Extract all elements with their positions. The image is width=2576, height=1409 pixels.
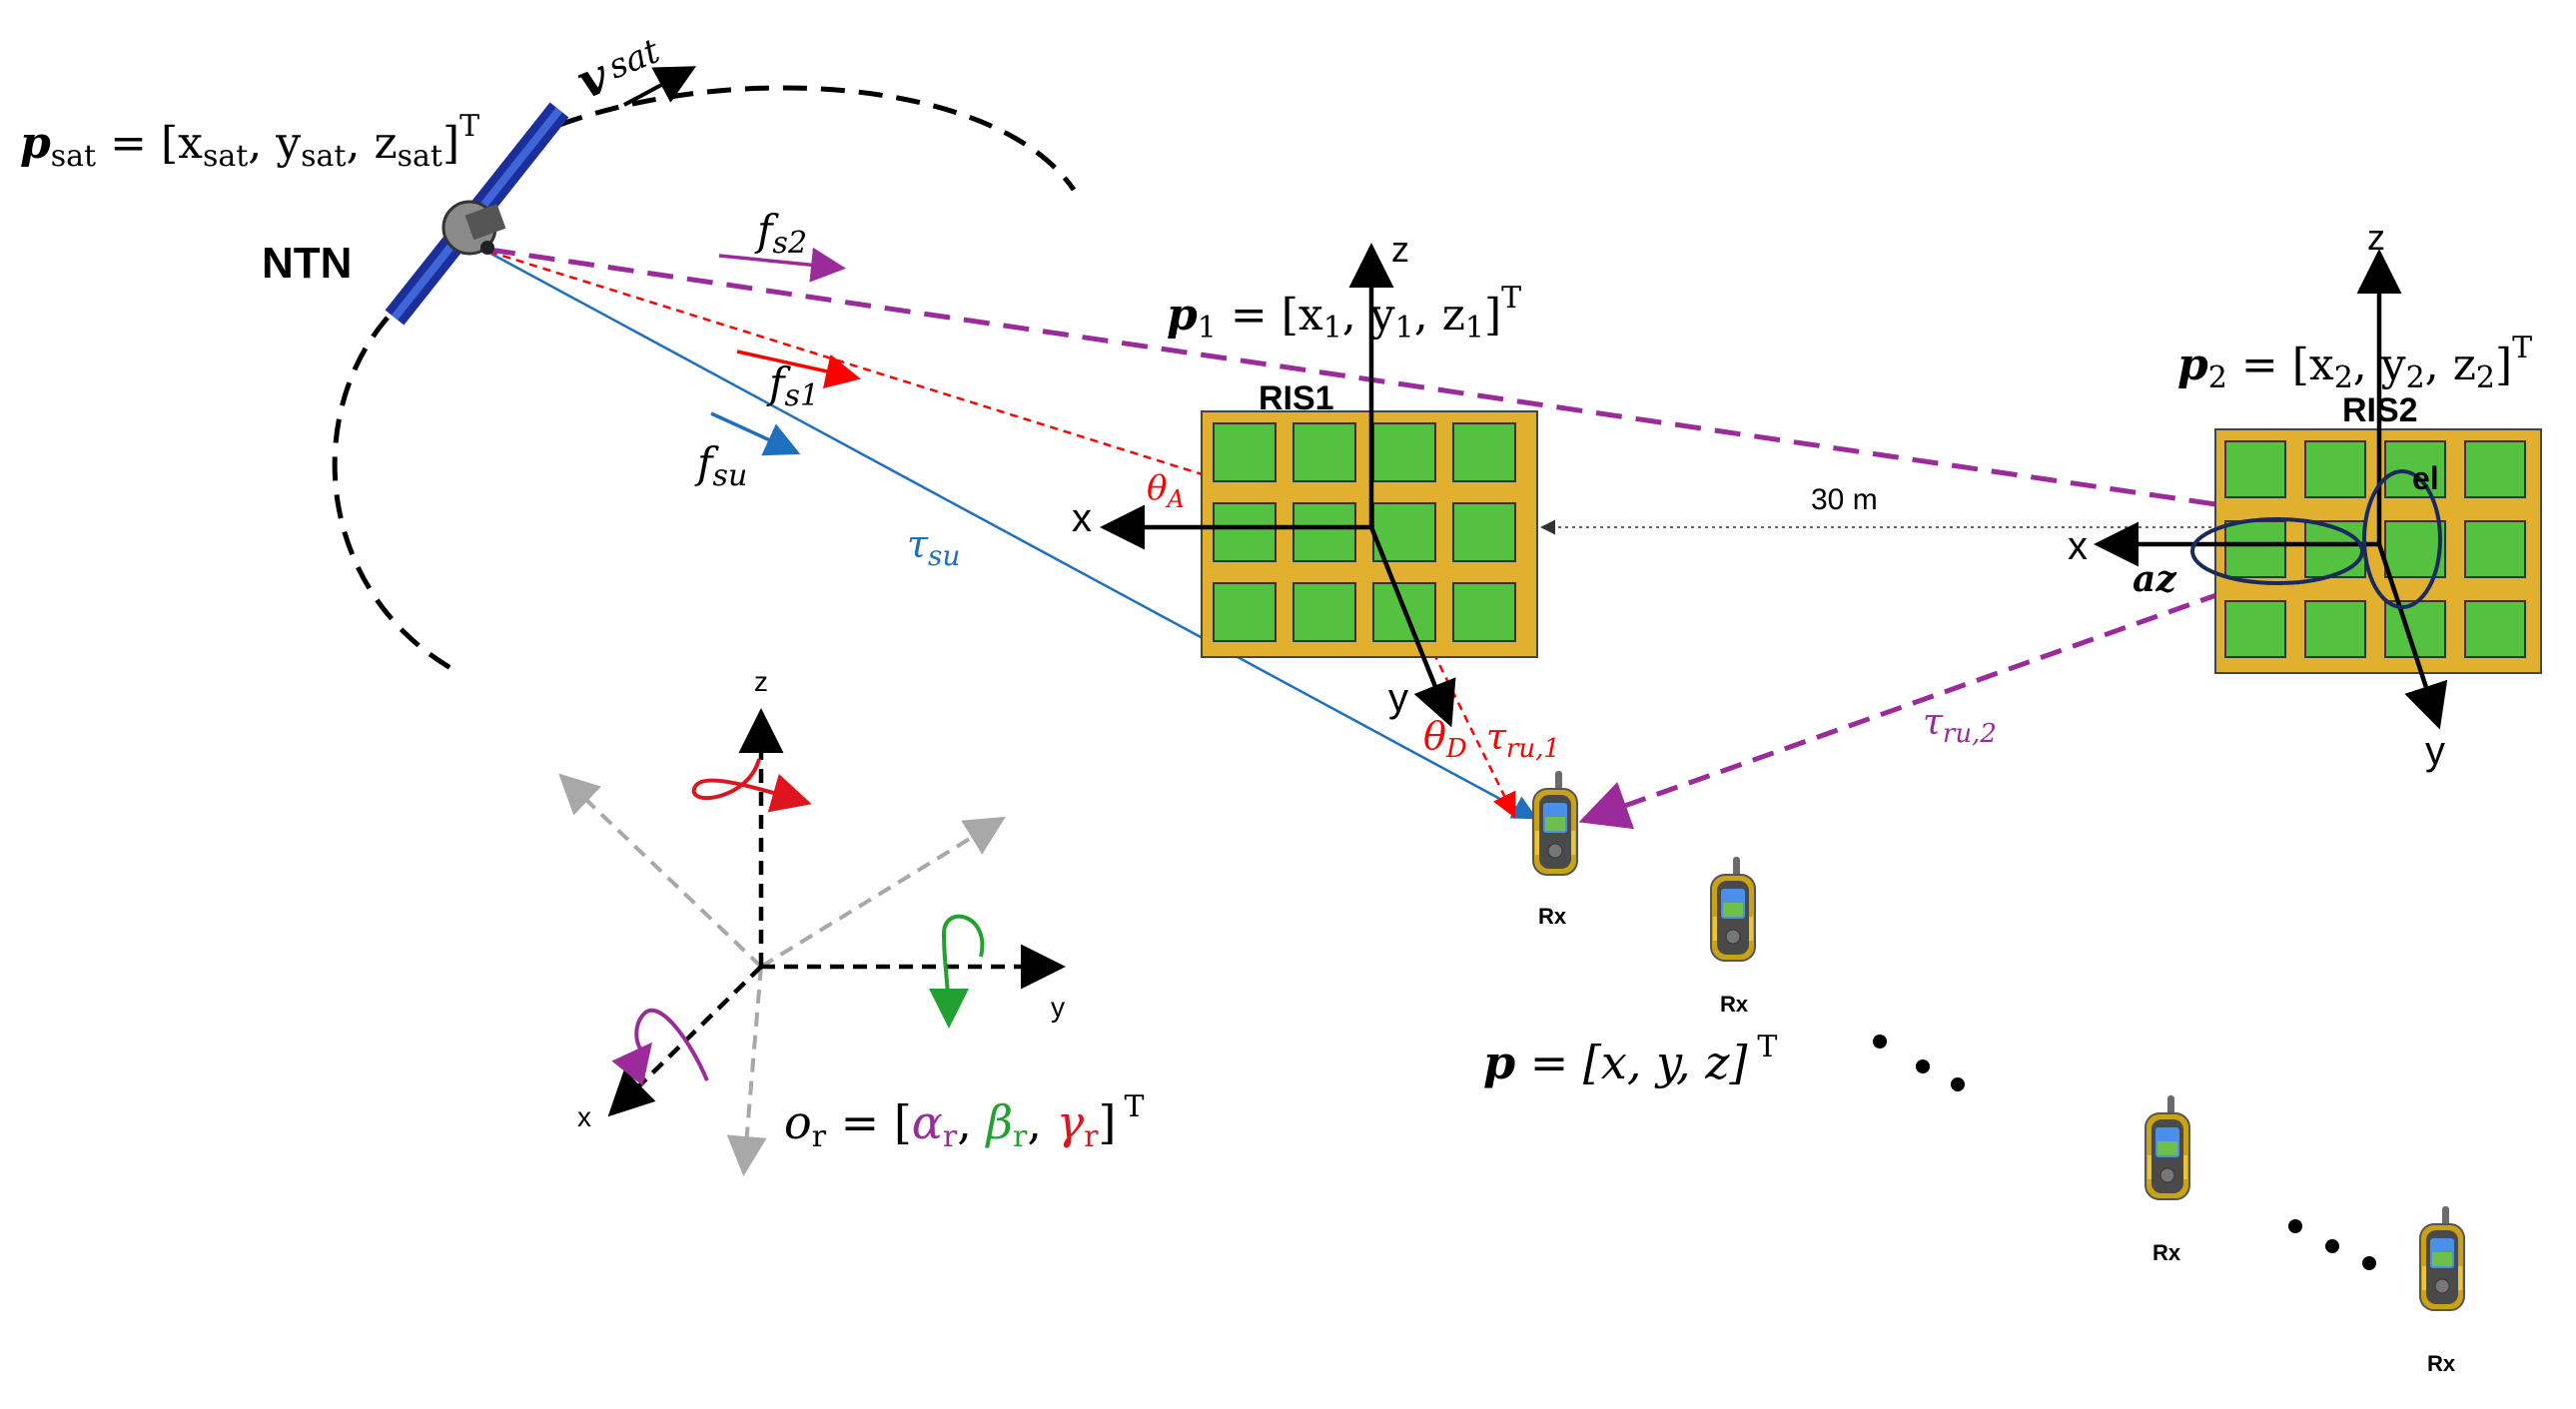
gamma-rotation-arrow: [691, 758, 812, 813]
receiver-label: Rx: [1538, 904, 1567, 929]
fsu-label: fsu: [694, 438, 747, 493]
theta-a-label: θA: [1147, 468, 1185, 513]
receiver-label: Rx: [2152, 1240, 2181, 1265]
receiver-icon: [1532, 770, 1578, 876]
ris-element: [2224, 600, 2286, 658]
ellipsis-dots: [1873, 1035, 2376, 1270]
ris-element: [2224, 440, 2286, 498]
ris-element: [2224, 520, 2286, 578]
fs2-arrow: [718, 247, 846, 283]
receiver-position-formula: p = [x, y, z]T: [1483, 1030, 1777, 1089]
ris2-reflect-line: [1578, 556, 2318, 830]
velocity-arrow: [623, 66, 697, 107]
ris-element: [2464, 440, 2526, 498]
tau-su-label: τsu: [907, 522, 960, 572]
ris-element: [1452, 582, 1516, 642]
ris-element: [1213, 422, 1277, 482]
orbit-arc: [558, 85, 1077, 192]
ris1-x-label: x: [1072, 496, 1092, 540]
receiver-icon: [2145, 1094, 2190, 1200]
tau-ru1-label: τru,1: [1486, 717, 1560, 764]
ris2-el-arc: [2362, 469, 2442, 609]
orbit-arc: [332, 316, 463, 677]
ris2-panel: [2214, 428, 2542, 674]
ris2-y-axis: [2376, 543, 2448, 730]
ris-element: [2304, 440, 2366, 498]
ris-element: [2464, 600, 2526, 658]
receiver-icon: [2419, 1205, 2465, 1311]
ris1-y-axis: [1368, 526, 1456, 728]
ris-element: [2464, 520, 2526, 578]
ris1-reflect-line: [1369, 526, 1516, 819]
ris2-path-line: [488, 247, 2318, 522]
ris2-x-label: x: [2068, 524, 2088, 568]
ris-element: [2384, 440, 2446, 498]
ris1-y-label: y: [1388, 676, 1408, 720]
ris-element: [1372, 422, 1436, 482]
orientation-y-label: y: [1051, 992, 1065, 1023]
ris1-position-formula: p1 = [x1, y1, z1]T: [1167, 281, 1521, 346]
ris2-position-formula: p2 = [x2, y2, z2]T: [2177, 331, 2532, 395]
ris-element: [1292, 502, 1356, 562]
ris-element: [2304, 520, 2366, 578]
tau-ru2-label: τru,2: [1923, 702, 1997, 749]
ris2-z-label: z: [2367, 217, 2385, 258]
orientation-x-label: x: [577, 1101, 591, 1132]
orientation-axes: [558, 708, 1066, 1176]
orientation-z-label: z: [754, 666, 768, 697]
ris2-az-arc: [2190, 517, 2364, 585]
ris1-z-label: z: [1391, 229, 1409, 270]
beta-rotation-arrow: [928, 914, 985, 1029]
ris2-y-label: y: [2425, 729, 2445, 773]
ris-element: [1452, 422, 1516, 482]
ris-element: [1213, 582, 1277, 642]
ris-element: [2304, 600, 2366, 658]
alpha-rotation-arrow: [611, 1008, 709, 1086]
ris1-label: RIS1: [1259, 379, 1334, 417]
ris-element: [1452, 502, 1516, 562]
ris-element: [1372, 502, 1436, 562]
ris2-el-label: el: [2412, 460, 2439, 496]
satellite-position-formula: psat = [xsat, ysat, zsat]T: [20, 109, 479, 174]
receiver-label: Rx: [1720, 992, 1749, 1017]
fs1-arrow: [736, 350, 861, 389]
receiver-label: Rx: [2427, 1351, 2456, 1376]
ris-element: [1213, 502, 1277, 562]
satellite-icon: [385, 102, 569, 326]
receiver-icon: [1710, 856, 1756, 962]
satellite-label: NTN: [262, 239, 352, 288]
direct-path-line: [486, 250, 1538, 820]
theta-d-label: θD: [1423, 714, 1467, 764]
distance-label: 30 m: [1811, 483, 1878, 516]
fs2-label: fs2: [754, 206, 807, 261]
ris2-az-label: az: [2133, 558, 2177, 600]
ris-element: [1292, 582, 1356, 642]
fsu-arrow: [710, 411, 801, 456]
ris-element: [1292, 422, 1356, 482]
orientation-formula: or = [αr, βr, γr]T: [784, 1089, 1144, 1154]
